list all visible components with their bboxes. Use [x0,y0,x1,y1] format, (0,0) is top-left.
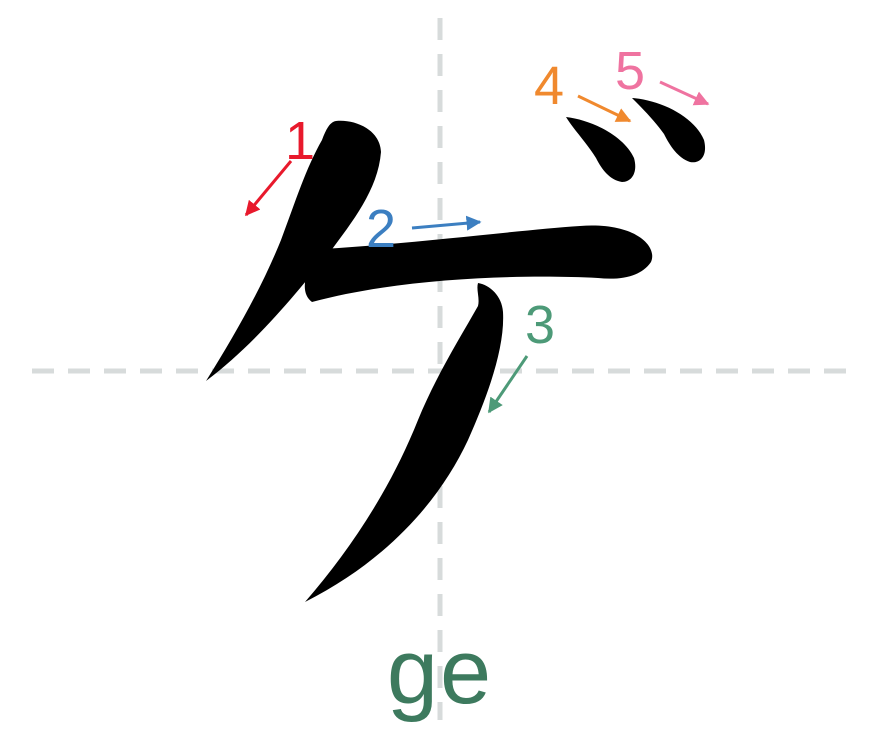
stroke-4-number: 4 [534,56,564,116]
stroke-2-shape [304,225,653,302]
stroke-4-arrow [577,94,632,123]
stroke-2-arrow [411,215,482,231]
stroke-1-arrow [244,160,293,217]
stroke-1-number: 1 [285,111,315,171]
stroke-5-arrow [659,80,710,106]
character-ge [206,98,706,602]
romaji-label: ge [386,621,494,723]
stroke-3-number: 3 [525,295,555,355]
stroke-2-number: 2 [366,199,396,259]
stroke-5-shape [632,98,706,163]
stroke-1-shape [206,120,381,381]
stroke-3-arrow [487,355,529,414]
stroke-5-number: 5 [615,41,645,101]
stroke-3-shape [305,283,504,602]
stroke-4-shape [566,117,636,182]
